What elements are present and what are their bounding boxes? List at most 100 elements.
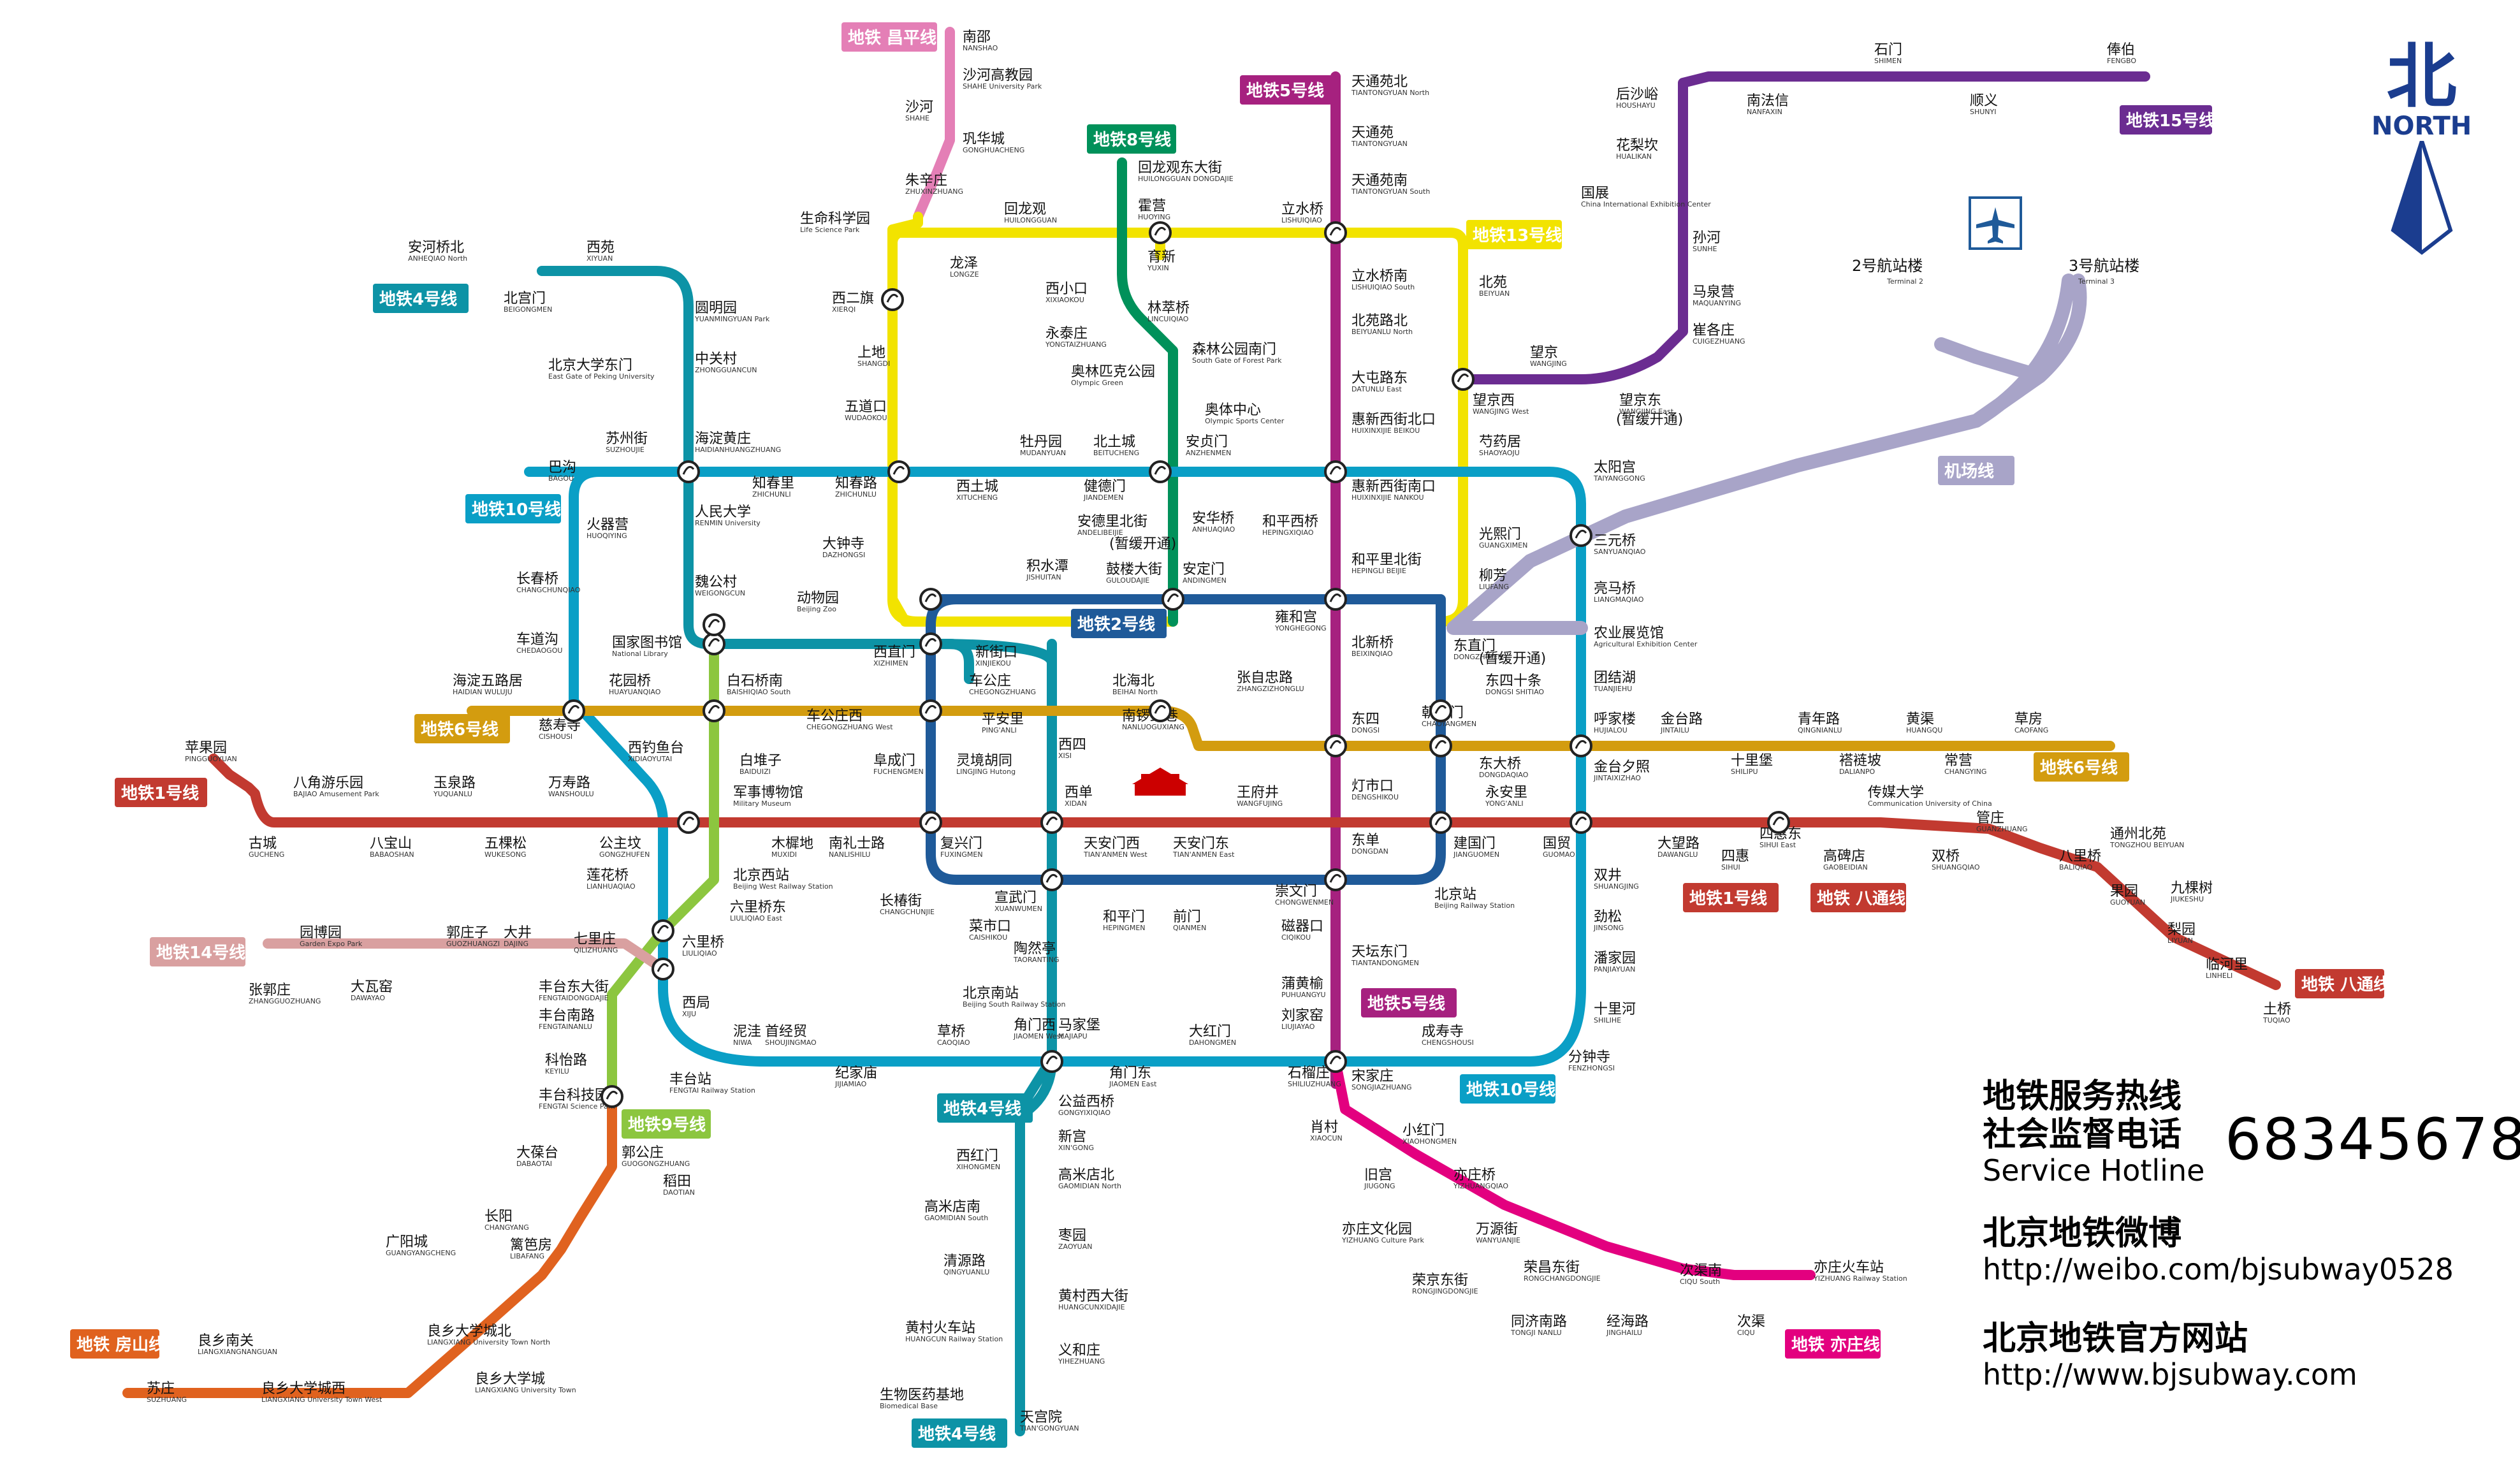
website-link[interactable]: http://www.bjsubway.com	[1983, 1357, 2357, 1392]
line-tag-bg	[1938, 456, 2014, 485]
station-name-en: GONGYIXIQIAO	[1058, 1109, 1111, 1117]
station-name-cn: 西局	[682, 995, 710, 1011]
interchange-glyph	[1045, 816, 1058, 826]
route-lfs	[122, 1091, 617, 1398]
station-name-en: LINHELI	[2206, 972, 2232, 980]
station-name-en: SHUNYI	[1970, 108, 1997, 116]
interchange-marker	[887, 460, 910, 483]
interchange-marker	[1767, 811, 1790, 834]
station-name-en: China International Exhibition Center	[1581, 200, 1711, 208]
station-name-cn: 永泰庄	[1045, 326, 1088, 342]
station-name-cn: 宣武门	[994, 890, 1037, 906]
station-name-cn: 北宫门	[504, 291, 546, 307]
station-name-cn: 长椿街	[880, 893, 922, 909]
station-name-cn: 立水桥	[1281, 201, 1323, 217]
station-name-en: YIZHUANG Railway Station	[1813, 1274, 1907, 1283]
station-name-en: CHEDAOGOU	[516, 646, 562, 655]
station-name-cn: 灯市口	[1351, 778, 1394, 794]
station-name-cn: 长阳	[484, 1209, 513, 1225]
station-name-en: WUKESONG	[484, 850, 526, 859]
route-l13b	[887, 228, 1178, 627]
station-name-cn: 军事博物馆	[733, 785, 803, 801]
line-tag-lyz: 地铁 亦庄线	[1785, 1329, 1881, 1359]
station-name-en: FENGTAI Science Park	[539, 1102, 615, 1111]
station-name-cn: 顺义	[1970, 93, 1998, 109]
interchange-marker	[1324, 868, 1347, 891]
station-name-en: JIJIAMIAO	[834, 1080, 867, 1088]
station-name-en: HOUSHAYU	[1616, 101, 1656, 110]
station-name-en: JIUGONG	[1364, 1182, 1395, 1190]
station-name-en: SHAOYAOJU	[1479, 449, 1520, 457]
station-name-cn: 良乡大学城西	[261, 1381, 346, 1397]
station-name-en: LISHUIQIAO South	[1351, 283, 1415, 291]
station-name-cn: 土桥	[2263, 1002, 2291, 1017]
line-tag-lbt: 地铁 八通线	[1810, 883, 1906, 912]
station-name-cn: 黄村西大街	[1058, 1288, 1128, 1304]
line-tag-label: 地铁 房山线	[76, 1335, 165, 1355]
line-tag-bg	[2120, 105, 2212, 135]
station-name-en: FENGBO	[2107, 57, 2136, 65]
station-name-cn: 黄渠	[1906, 711, 1934, 727]
station-name-cn: 建国门	[1453, 836, 1496, 852]
station-name-en: MAQUANYING	[1693, 299, 1741, 307]
weibo-link[interactable]: http://weibo.com/bjsubway0528	[1983, 1252, 2454, 1287]
line-tag-bg	[622, 1109, 711, 1139]
station-name-en: GAOMIDIAN North	[1058, 1182, 1121, 1190]
station-name-en: LINCUIQIAO	[1147, 315, 1189, 323]
station-name-cn: 西单	[1065, 785, 1093, 801]
station-name-cn: 雍和宫	[1275, 609, 1317, 625]
interchange-glyph	[1167, 593, 1179, 602]
route-l2	[926, 594, 1446, 885]
station-name-cn: 古城	[249, 836, 277, 852]
station-name-cn: 八宝山	[370, 836, 412, 852]
station-name-cn: 丰台站	[669, 1072, 711, 1088]
station-name-cn: 上地	[857, 345, 885, 361]
station-name-en: CAISHIKOU	[969, 933, 1007, 942]
station-name-en: BEITUCHENG	[1093, 449, 1139, 457]
station-name-cn: 广阳城	[386, 1234, 428, 1250]
station-name-cn: 磁器口	[1281, 919, 1323, 935]
hotline-number: 68345678	[2225, 1106, 2520, 1173]
station-name-en: DAJING	[504, 940, 528, 948]
station-name-en: XUANWUMEN	[994, 905, 1042, 913]
line-tag-l5: 地铁5号线	[1240, 75, 1336, 105]
station-name-en: XIAOCUN	[1310, 1134, 1343, 1142]
station-name-en: FENZHONGSI	[1568, 1064, 1615, 1072]
interchange-glyph	[892, 465, 905, 475]
station-name-cn: 草房	[2014, 711, 2043, 727]
line-tag-bg	[373, 284, 469, 313]
station-name-cn: 荣京东街	[1412, 1272, 1468, 1288]
station-name-cn: 稻田	[663, 1174, 691, 1190]
station-name-cn: 惠新西街北口	[1351, 412, 1436, 428]
station-name-en: NANSHAO	[963, 44, 998, 52]
station-name-cn: 张郭庄	[249, 982, 291, 998]
station-name-cn: 良乡南关	[198, 1333, 254, 1349]
station-name-en: SUZHOUJIE	[606, 446, 645, 454]
station-name-cn: 角门西	[1014, 1017, 1056, 1033]
station-name-en: BEIYUAN	[1479, 289, 1510, 298]
station-name-cn: 大望路	[1657, 836, 1700, 852]
tiananmen-icon	[1132, 768, 1188, 796]
station-name-en: JIANDEMEN	[1083, 493, 1123, 502]
line-tag-lfs: 地铁 房山线	[70, 1329, 165, 1359]
